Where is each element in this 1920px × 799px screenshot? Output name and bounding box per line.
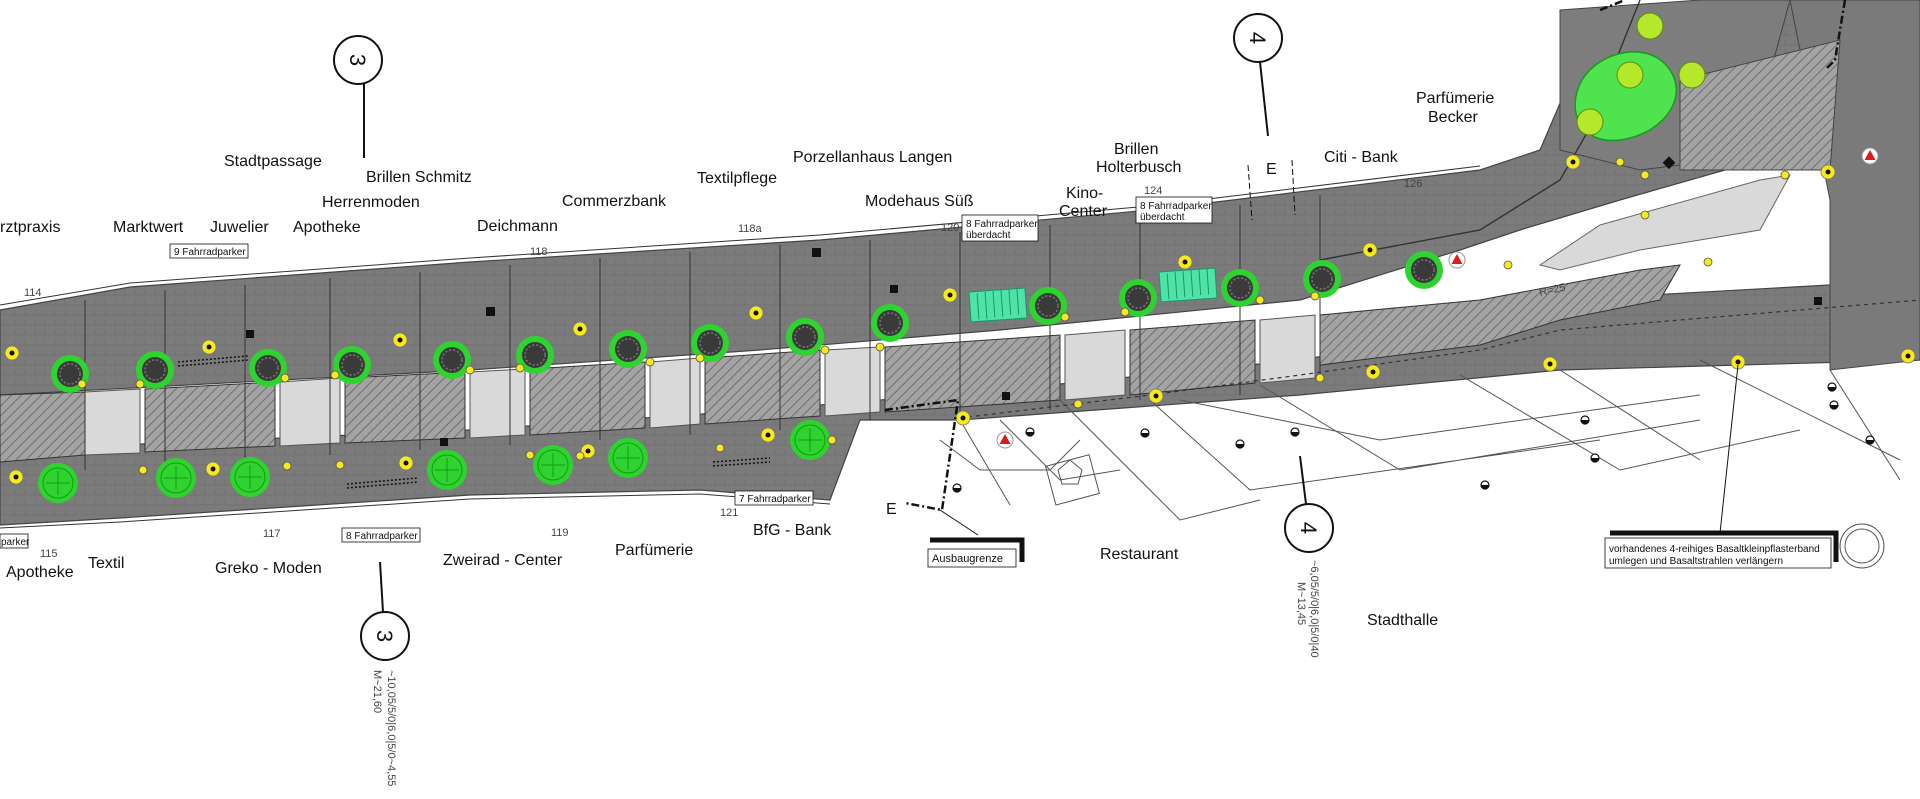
section-3-dimensions: ~10,05/5/0|6,0|5/0~4,55: [385, 670, 397, 786]
svg-text:120: 120: [941, 222, 959, 234]
label-brillen-holterbusch-1: Brillen: [1114, 141, 1158, 158]
construction-limit-line: [884, 0, 1847, 512]
svg-text:114: 114: [24, 287, 42, 299]
site-outlines: [939, 359, 1901, 521]
parking-8-covered-left: 8 Fahrradparker überdacht: [961, 214, 1039, 242]
label-greko-moden: Greko - Moden: [215, 560, 322, 577]
svg-text:124: 124: [1144, 185, 1162, 197]
parking-8-covered-right: 8 Fahrradparker überdacht: [1135, 196, 1213, 224]
svg-text:Ausbaugrenze: Ausbaugrenze: [932, 553, 1003, 565]
label-textilpflege: Textilpflege: [697, 170, 777, 187]
svg-text:parker: parker: [1, 537, 30, 548]
section-4-bottom-label: 4: [1296, 522, 1321, 534]
parking-8: 8 Fahrradparker: [341, 527, 421, 543]
note-basalt: vorhandenes 4-reihiges Basaltkleinpflast…: [1604, 364, 1885, 569]
centre-beds: [0, 264, 1681, 463]
svg-text:umlegen und Basaltstrahlen ver: umlegen und Basaltstrahlen verlängern: [1609, 556, 1783, 567]
section-marker-3-bottom: 3 ~10,05/5/0|6,0|5/0~4,55 M~21,60: [360, 561, 410, 786]
section-4-dimensions: ~6,05/5/0|6,0|5/0|40: [1308, 560, 1320, 658]
svg-text:8 Fahrradparker: 8 Fahrradparker: [966, 219, 1038, 230]
house-numbers: 114 115 117 118 118a 119 120 121 124 126…: [24, 178, 1567, 560]
label-porzellanhaus: Porzellanhaus Langen: [793, 149, 952, 166]
label-parfuemerie-becker-1: Parfümerie: [1416, 90, 1494, 107]
label-citi-bank: Citi - Bank: [1324, 149, 1399, 166]
parking-7: 7 Fahrradparker: [734, 490, 814, 506]
label-bfg-bank: BfG - Bank: [753, 522, 832, 539]
svg-text:R=25: R=25: [1538, 282, 1567, 299]
svg-text:119: 119: [551, 527, 569, 539]
label-commerzbank: Commerzbank: [562, 193, 667, 210]
section-marker-4-top: 4: [1233, 13, 1283, 137]
grass-island: [1574, 12, 1706, 142]
label-textil: Textil: [88, 555, 124, 572]
label-zweirad-center: Zweirad - Center: [443, 552, 563, 569]
svg-text:7 Fahrradparker: 7 Fahrradparker: [739, 494, 811, 505]
label-restaurant: Restaurant: [1100, 546, 1179, 563]
svg-text:8 Fahrradparker: 8 Fahrradparker: [346, 531, 418, 542]
section-marker-3-top: 3: [333, 35, 383, 158]
bollard-line: [959, 299, 1920, 419]
svg-text:126: 126: [1404, 178, 1422, 190]
svg-text:überdacht: überdacht: [966, 230, 1011, 241]
svg-text:8 Fahrradparker: 8 Fahrradparker: [1140, 201, 1212, 212]
label-kino-1: Kino-: [1066, 185, 1103, 202]
label-brillen-holterbusch-2: Holterbusch: [1096, 159, 1181, 176]
label-parfuemerie: Parfümerie: [615, 542, 693, 559]
section-4-total: M~13,45: [1295, 582, 1307, 625]
section-3-total: M~21,60: [371, 670, 383, 713]
note-ausbaugrenze: Ausbaugrenze: [927, 509, 1025, 568]
shop-labels: Stadtpassage Brillen Schmitz Herrenmoden…: [0, 90, 1494, 629]
section-3-top-label: 3: [345, 54, 370, 66]
label-stadthalle: Stadthalle: [1367, 612, 1438, 629]
label-marktwert: Marktwert: [113, 219, 184, 236]
svg-text:118a: 118a: [738, 223, 763, 235]
label-modehaus: Modehaus Süß: [865, 193, 974, 210]
parking-labels: 9 Fahrradparker 8 Fahrradparker überdach…: [0, 196, 1213, 549]
label-apotheke-top: Apotheke: [293, 219, 361, 236]
label-arztpraxis: rztpraxis: [0, 219, 60, 236]
section-marker-4-bottom: 4 ~6,05/5/0|6,0|5/0|40 M~13,45: [1284, 455, 1334, 658]
section-4-top-label: 4: [1245, 32, 1270, 44]
label-parfuemerie-becker-2: Becker: [1428, 109, 1478, 126]
svg-text:vorhandenes 4-reihiges Basaltk: vorhandenes 4-reihiges Basaltkleinpflast…: [1609, 544, 1820, 555]
label-stadtpassage: Stadtpassage: [224, 153, 322, 170]
label-brillen-schmitz: Brillen Schmitz: [366, 169, 472, 186]
parking-cut: parker: [0, 533, 30, 549]
label-apotheke-bottom: Apotheke: [6, 564, 74, 581]
svg-text:118: 118: [530, 246, 548, 258]
label-kino-2: Center: [1059, 203, 1108, 220]
edge-marker-bottom: E: [886, 501, 897, 518]
svg-text:117: 117: [263, 528, 281, 540]
label-juwelier: Juwelier: [210, 219, 269, 236]
svg-text:9 Fahrradparker: 9 Fahrradparker: [174, 247, 246, 258]
svg-text:überdacht: überdacht: [1140, 212, 1185, 223]
parking-9: 9 Fahrradparker: [169, 243, 249, 259]
benches: [968, 267, 1218, 323]
edge-marker-top: E: [1266, 161, 1277, 178]
label-deichmann: Deichmann: [477, 218, 558, 235]
label-herrenmoden: Herrenmoden: [322, 194, 420, 211]
svg-text:121: 121: [720, 507, 738, 519]
section-3-bottom-label: 3: [372, 630, 397, 642]
svg-text:115: 115: [40, 548, 58, 560]
